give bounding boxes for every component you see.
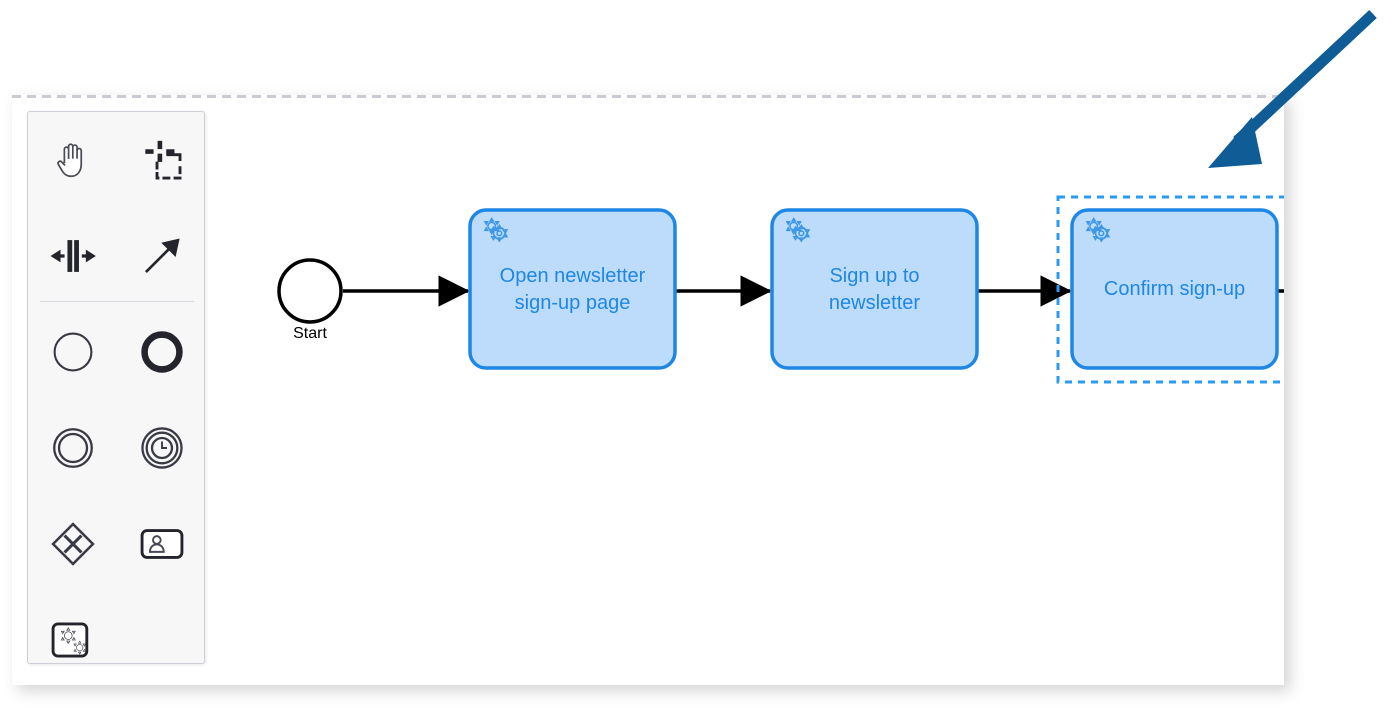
service-task-icon <box>785 217 811 243</box>
diagram-svg <box>277 195 1284 384</box>
timer-event-icon <box>139 425 185 471</box>
user-task-icon <box>139 521 185 567</box>
task-open-newsletter-sign-up-page[interactable] <box>468 208 677 370</box>
intermediate-event-icon <box>50 425 96 471</box>
bpmn-modeler-window: Start Open newsletter sign-up page Sign … <box>12 95 1284 685</box>
hand-icon <box>50 137 96 183</box>
task-confirm-sign-up[interactable] <box>1056 195 1284 384</box>
palette-item-hand-tool[interactable] <box>28 112 117 208</box>
lasso-icon <box>139 137 185 183</box>
end-event-icon <box>139 329 185 375</box>
start-event-label: Start <box>293 325 327 342</box>
start-event-icon <box>50 329 96 375</box>
palette-separator <box>40 301 194 302</box>
palette-item-space-tool[interactable] <box>28 208 117 304</box>
selection-outline <box>1056 195 1284 384</box>
bpmn-palette[interactable] <box>27 111 205 664</box>
palette-group-elements <box>28 304 206 685</box>
space-tool-icon <box>50 233 96 279</box>
canvas-top-edge <box>12 95 1284 98</box>
palette-item-create-end-event[interactable] <box>117 304 206 400</box>
palette-item-global-connect-tool[interactable] <box>117 208 206 304</box>
task-sign-up-to-newsletter[interactable] <box>770 208 979 370</box>
service-task-icon <box>1085 217 1111 243</box>
palette-item-create-timer-event[interactable] <box>117 400 206 496</box>
palette-item-create-intermediate-event[interactable] <box>28 400 117 496</box>
gateway-icon <box>50 521 96 567</box>
service-task-icon <box>483 217 509 243</box>
connect-arrow-icon <box>139 233 185 279</box>
palette-item-create-start-event[interactable] <box>28 304 117 400</box>
palette-item-create-service-task[interactable] <box>28 592 117 685</box>
start-event[interactable] <box>277 258 343 324</box>
service-task-icon <box>50 617 96 663</box>
palette-item-create-gateway[interactable] <box>28 496 117 592</box>
palette-group-tools <box>28 112 206 304</box>
palette-item-lasso-tool[interactable] <box>117 112 206 208</box>
palette-item-create-user-task[interactable] <box>117 496 206 592</box>
bpmn-canvas[interactable]: Start Open newsletter sign-up page Sign … <box>12 98 1284 685</box>
